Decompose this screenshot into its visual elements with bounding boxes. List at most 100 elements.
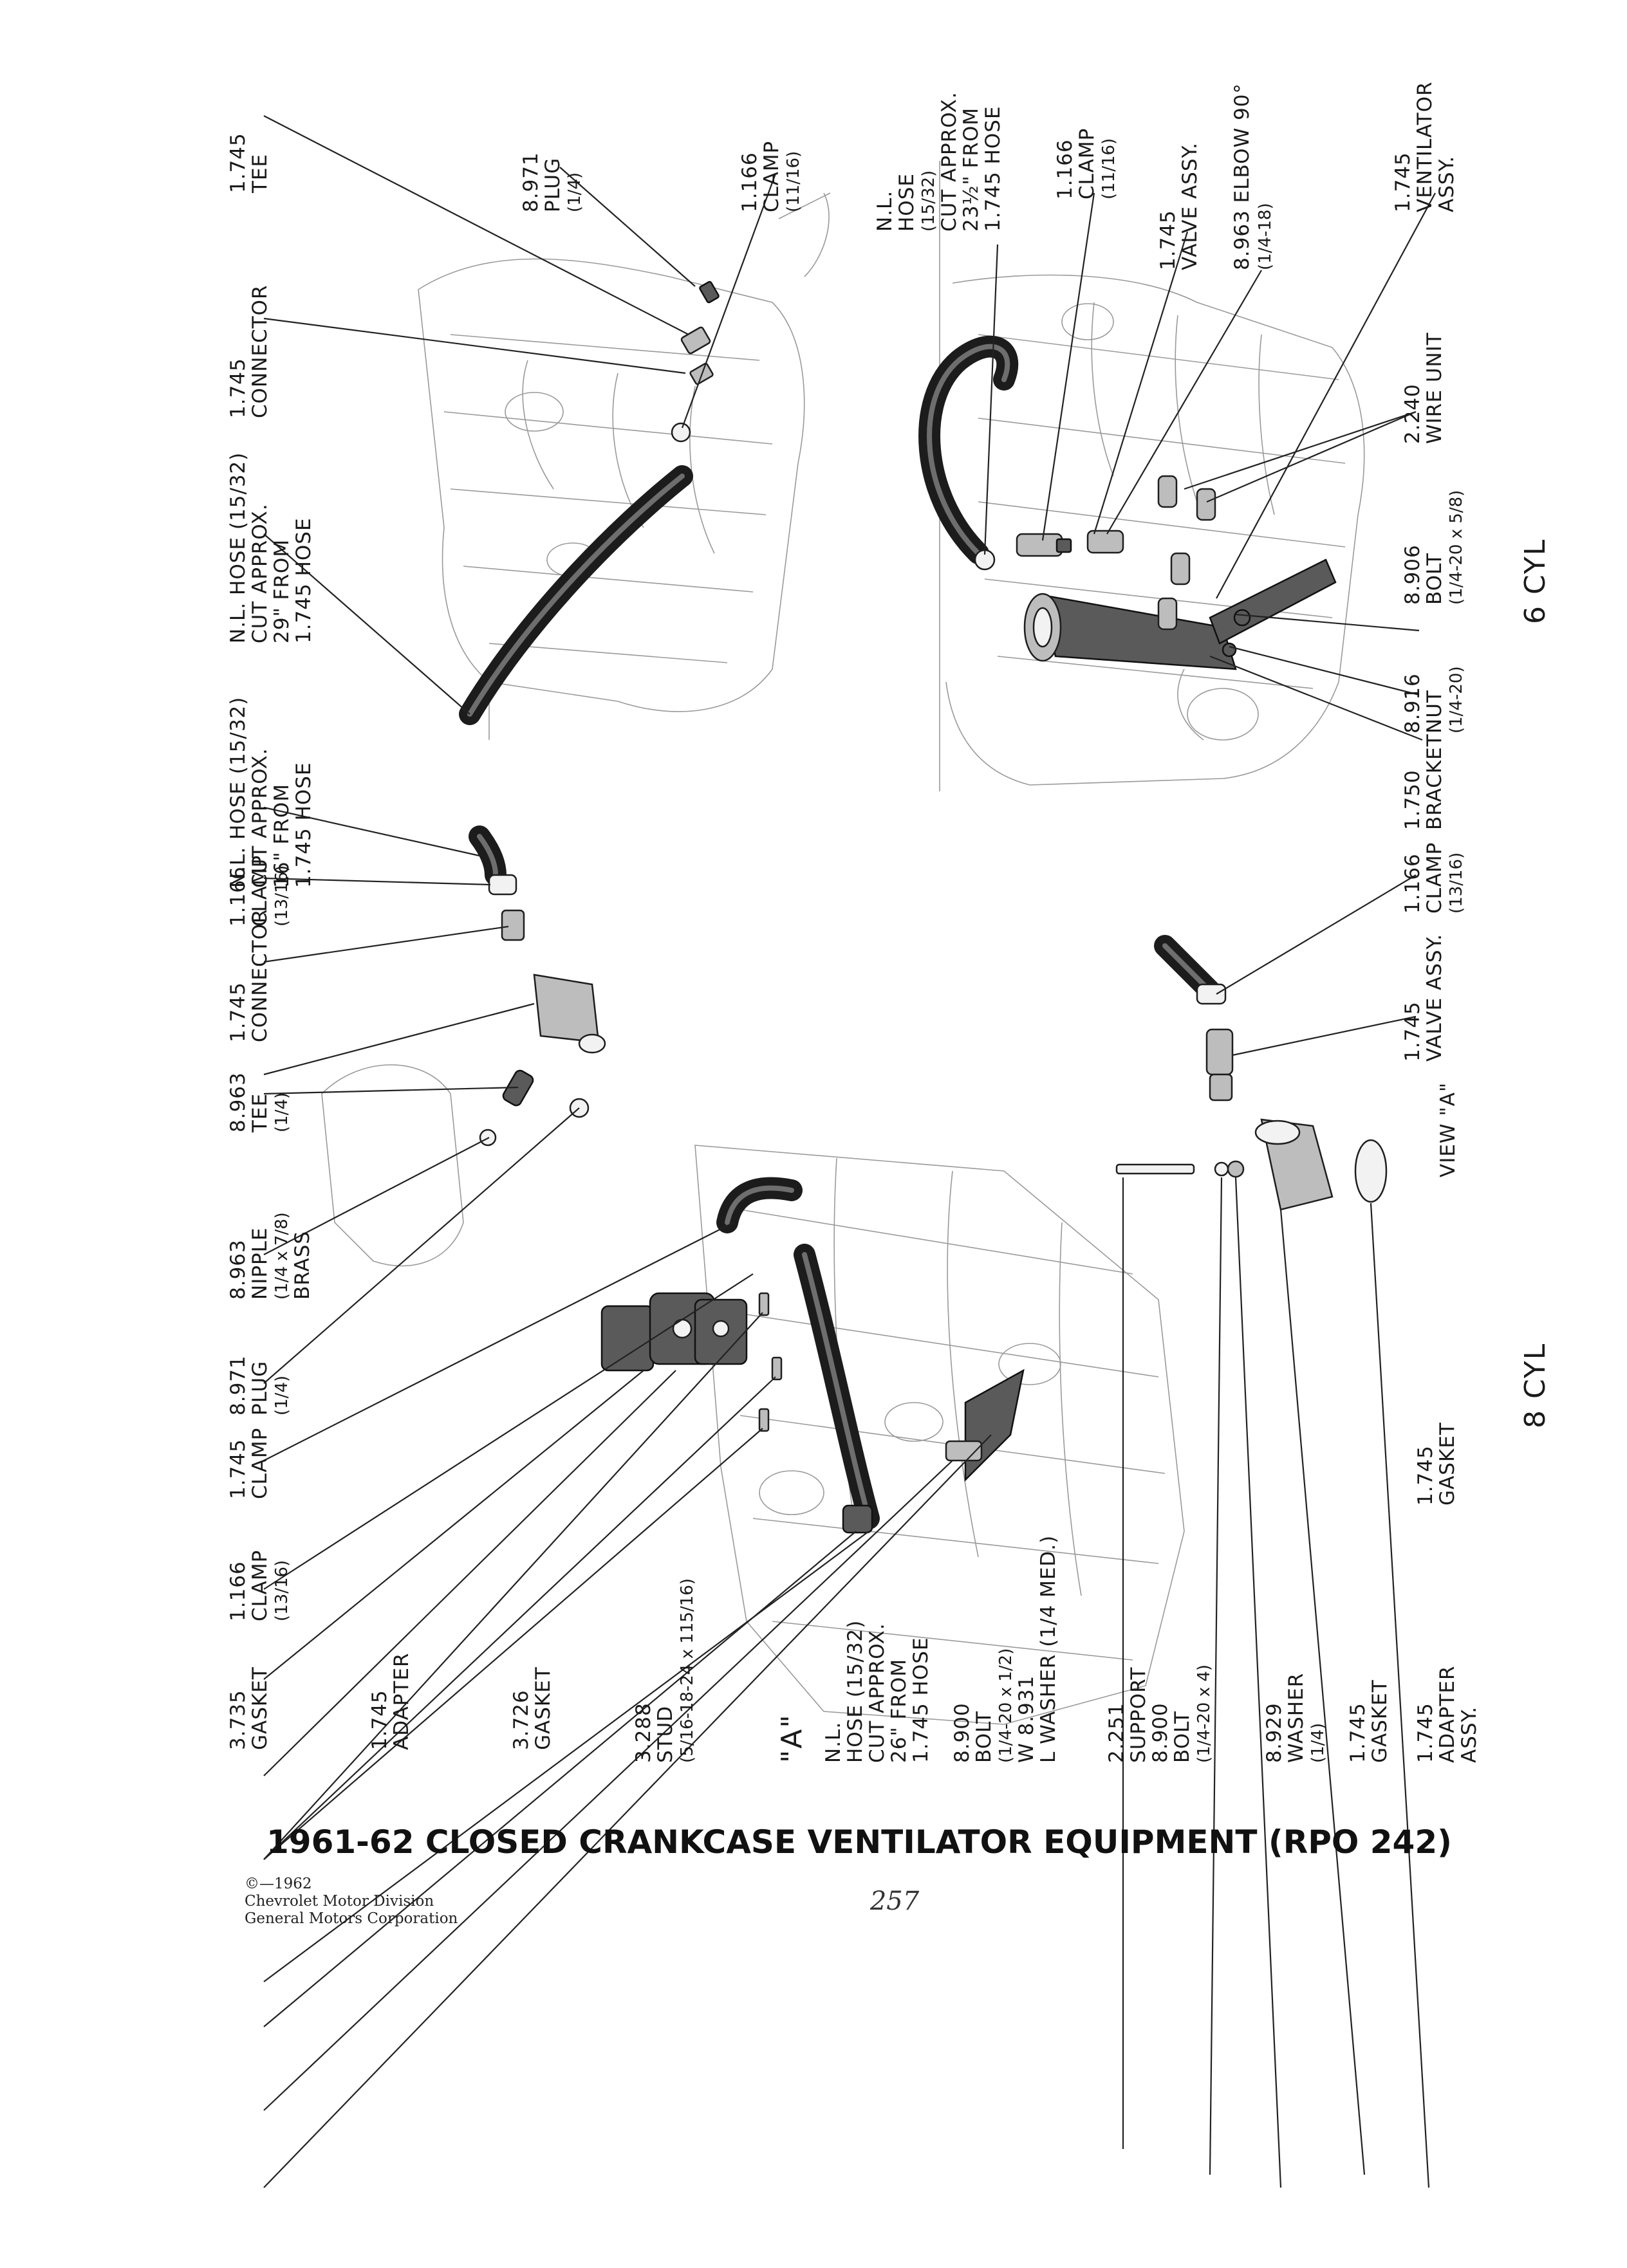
label-six-nut-3: (1/4-20) bbox=[1447, 666, 1466, 733]
label-eight-adapter-assy-1: 1.745 bbox=[1414, 1702, 1437, 1763]
label-eight-bolt-washer-1: 8.900 bbox=[951, 1702, 974, 1763]
label-six-bolt-2: BOLT bbox=[1423, 553, 1446, 605]
section-title-view-a: VIEW "A" bbox=[1436, 1082, 1460, 1177]
label-eight-washer-2: WASHER bbox=[1285, 1673, 1308, 1763]
label-eight-gasket-3735-1: 3.735 bbox=[227, 1690, 250, 1750]
label-va-gasket-2: GASKET bbox=[1436, 1422, 1459, 1506]
label-eight-clamp-b-1: 1.745 bbox=[227, 1439, 250, 1499]
label-six-hose-23-1: N.L. bbox=[873, 190, 897, 232]
label-six-hose-23-2: HOSE bbox=[895, 173, 918, 232]
label-six-hose-23-5: 23½" FROM bbox=[960, 107, 983, 232]
label-six-nut-1: 8.916 bbox=[1401, 673, 1424, 733]
label-six-plug-2: PLUG bbox=[541, 158, 564, 212]
label-six-tee-2: TEE bbox=[248, 154, 272, 194]
label-six-bracket-1: 1.750 bbox=[1401, 770, 1424, 830]
label-eight-nipple-4: BRASS bbox=[291, 1231, 314, 1300]
label-eight-plug-2: PLUG bbox=[248, 1361, 272, 1415]
label-eight-gasket-bottom-1: 1.745 bbox=[1346, 1702, 1370, 1763]
label-six-clamp-top-3: (11/16) bbox=[784, 151, 803, 212]
label-va-clamp-2: CLAMP bbox=[1423, 842, 1446, 914]
label-six-wire-1: 2.240 bbox=[1401, 383, 1424, 444]
label-six-clamp-right-3: (11/16) bbox=[1099, 138, 1119, 199]
label-eight-bolt-washer-2: BOLT bbox=[972, 1711, 996, 1763]
label-six-plug-1: 8.971 bbox=[519, 152, 543, 212]
label-eight-clamp-a-2: CLAMP bbox=[248, 855, 272, 927]
label-eight-hose-16-1: N.L. HOSE (15/32) bbox=[227, 697, 250, 888]
label-six-hose-23-6: 1.745 HOSE bbox=[981, 106, 1005, 232]
label-eight-nipple-1: 8.963 bbox=[227, 1239, 250, 1300]
label-eight-bolt-washer-3: (1/4-20 x 1/2) bbox=[996, 1648, 1016, 1763]
label-six-connector-2: CONNECTOR bbox=[248, 284, 272, 418]
leader-lines bbox=[263, 115, 1436, 2188]
label-eight-support-5: (1/4-20 x 4) bbox=[1195, 1664, 1214, 1763]
label-eight-connector-2: CONNECTOR bbox=[248, 908, 272, 1042]
label-eight-nipple-2: NIPPLE bbox=[248, 1227, 272, 1300]
label-va-valve-2: VALVE ASSY. bbox=[1423, 934, 1446, 1062]
label-eight-tee-1: 8.963 bbox=[227, 1072, 250, 1132]
label-eight-hose-16-3: 16" FROM bbox=[270, 784, 293, 888]
label-six-ventilator-3: ASSY. bbox=[1435, 156, 1458, 212]
label-eight-support-1: 2.251 bbox=[1105, 1702, 1128, 1763]
label-eight-clamp-c-1: 1.166 bbox=[227, 1561, 250, 1621]
label-va-gasket-1: 1.745 bbox=[1414, 1445, 1437, 1506]
label-eight-support-3: 8.900 bbox=[1149, 1702, 1172, 1763]
label-six-hose-29-4: 1.745 HOSE bbox=[292, 517, 315, 643]
label-eight-adapter-assy-2: ADAPTER bbox=[1436, 1666, 1459, 1764]
six-cyl-parts bbox=[459, 281, 1337, 741]
section-title-eight-cyl: 8 CYL bbox=[1519, 1343, 1552, 1428]
credit-line-3: General Motors Corporation bbox=[245, 1910, 458, 1927]
label-va-clamp-3: (13/16) bbox=[1447, 853, 1466, 914]
label-eight-stud-3: (5/16-18-24 x 115/16) bbox=[678, 1578, 697, 1763]
label-six-ventilator-1: 1.745 bbox=[1391, 152, 1415, 212]
label-eight-clamp-c-3: (13/16) bbox=[272, 1560, 292, 1621]
label-eight-clamp-c-2: CLAMP bbox=[248, 1550, 272, 1621]
label-six-bolt-3: (1/4-20 x 5/8) bbox=[1447, 490, 1466, 605]
label-six-wire-2: WIRE UNIT bbox=[1423, 332, 1446, 444]
section-title-six-cyl: 6 CYL bbox=[1519, 539, 1552, 624]
label-eight-view-ref: "A" bbox=[776, 1713, 808, 1763]
label-eight-hose-26-3: CUT APPROX. bbox=[866, 1623, 889, 1763]
label-eight-support-4: BOLT bbox=[1171, 1711, 1194, 1763]
label-six-hose-23-4: CUT APPROX. bbox=[938, 91, 961, 232]
label-eight-stud-2: STUD bbox=[654, 1706, 677, 1763]
label-eight-hose-26-1: N.L. bbox=[822, 1722, 845, 1763]
label-eight-plug-3: (1/4) bbox=[272, 1376, 292, 1415]
label-eight-gasket-bottom-2: GASKET bbox=[1368, 1679, 1391, 1763]
label-eight-bolt-washer-5: L WASHER (1/4 MED.) bbox=[1037, 1535, 1060, 1763]
eight-cyl-parts bbox=[469, 825, 1025, 1534]
label-eight-hose-16-2: CUT APPROX. bbox=[248, 748, 272, 888]
label-six-hose-23-3: (15/32) bbox=[919, 171, 938, 232]
label-va-valve-1: 1.745 bbox=[1401, 1001, 1424, 1062]
label-six-hose-29-2: CUT APPROX. bbox=[248, 503, 272, 643]
label-eight-tee-2: TEE bbox=[248, 1093, 272, 1133]
label-eight-hose-26-2: HOSE (15/32) bbox=[844, 1620, 867, 1763]
label-eight-adapter-2: ADAPTER bbox=[390, 1653, 413, 1751]
label-eight-clamp-a-1: 1.166 bbox=[227, 866, 250, 927]
label-six-elbow-1: 8.963 ELBOW 90° bbox=[1231, 83, 1254, 270]
page-number: 257 bbox=[869, 1886, 920, 1916]
label-eight-support-2: SUPPORT bbox=[1127, 1667, 1150, 1763]
label-eight-hose-16-4: 1.745 HOSE bbox=[292, 762, 315, 888]
label-six-clamp-right-1: 1.166 bbox=[1054, 139, 1077, 199]
part-labels: 1.745 TEE 8.971 PLUG (1/4) 1.166 CLAMP (… bbox=[227, 81, 1552, 1763]
label-eight-clamp-a-3: (13/16) bbox=[272, 865, 292, 927]
label-eight-stud-1: 3.288 bbox=[632, 1702, 655, 1763]
six-cyl-engine-drawing bbox=[418, 161, 1365, 791]
label-eight-bolt-washer-4: W 8.931 bbox=[1015, 1675, 1038, 1763]
label-six-nut-2: NUT bbox=[1423, 690, 1446, 733]
label-six-valve-1: 1.745 bbox=[1157, 210, 1180, 270]
label-six-clamp-top-1: 1.166 bbox=[738, 152, 761, 212]
label-eight-gasket-3726-1: 3.726 bbox=[510, 1690, 533, 1750]
label-eight-washer-3: (1/4) bbox=[1308, 1723, 1328, 1763]
label-six-clamp-right-2: CLAMP bbox=[1075, 128, 1099, 199]
label-six-clamp-top-2: CLAMP bbox=[760, 141, 783, 212]
label-six-ventilator-2: VENTILATOR bbox=[1413, 81, 1436, 212]
label-eight-hose-26-5: 1.745 HOSE bbox=[909, 1637, 933, 1763]
label-six-hose-29-3: 29" FROM bbox=[270, 539, 293, 643]
label-eight-adapter-assy-3: ASSY. bbox=[1458, 1706, 1481, 1763]
label-eight-gasket-3735-2: GASKET bbox=[248, 1666, 272, 1750]
label-six-valve-2: VALVE ASSY. bbox=[1178, 142, 1202, 270]
label-eight-nipple-3: (1/4 x 7/8) bbox=[272, 1212, 292, 1300]
